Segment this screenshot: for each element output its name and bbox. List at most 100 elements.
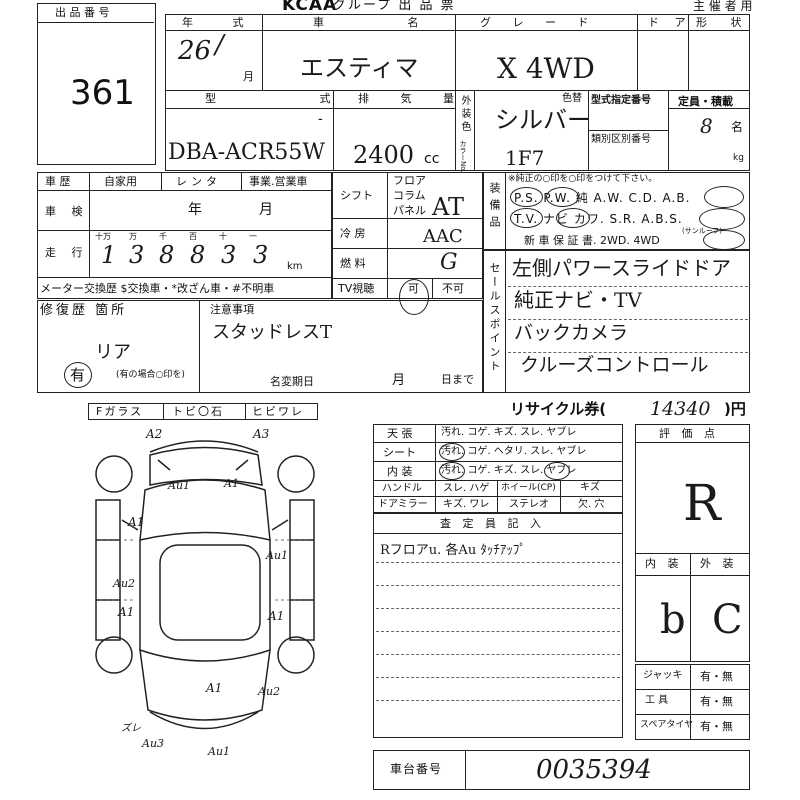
condition-row-items: 汚れ. コゲ. ヘタリ. スレ. ヤブレ <box>441 446 587 457</box>
organizer-label: 主 催 者 用 <box>693 0 753 13</box>
inspector-label: 査 定 員 記 入 <box>440 517 545 530</box>
accessory-label: ジャッキ <box>643 670 683 681</box>
mirror-items: キズ. ワレ <box>443 499 490 510</box>
rental-label: レンタ <box>176 175 221 188</box>
grade-label: グ レ ー ド <box>480 16 598 29</box>
damage-mark: A1 <box>224 477 239 490</box>
interior-scuff-circle <box>544 462 570 480</box>
navi-circle <box>556 208 590 228</box>
condition-row-label: 内 装 <box>387 465 413 478</box>
damage-mark: A2 <box>146 427 163 441</box>
condition-row-items: 汚れ. コゲ. キズ. スレ. ヤブレ <box>441 427 577 438</box>
4wd-circle <box>703 230 745 250</box>
color-change-label: 色替 <box>562 93 582 104</box>
damage-mark: Au1 <box>208 745 231 758</box>
glass-item: ヒビワレ <box>252 405 304 418</box>
year-label: 年 式 <box>182 16 262 29</box>
car-name-value: エスティマ <box>300 54 419 82</box>
vehicle-info-grid <box>165 14 750 171</box>
tv-circle <box>510 208 543 228</box>
history-block <box>37 172 332 299</box>
column-label: コラム <box>393 189 426 202</box>
exterior-score-label: 外 装 <box>700 557 738 570</box>
equipment-row3: 新 車 保 証 書. 2WD. 4WD <box>524 234 660 247</box>
ac-label: 冷 房 <box>340 227 366 240</box>
sales-point-line: クルーズコントロール <box>520 354 709 376</box>
mileage-digit: 3 <box>129 241 145 269</box>
shift-value: AT <box>432 193 465 221</box>
interior-condition-table <box>373 424 623 513</box>
floor-label: フロア <box>393 174 426 187</box>
history-label: 車 歴 <box>45 175 71 188</box>
condition-row-items: 汚れ. コゲ. キズ. スレ. ヤブレ <box>441 465 577 476</box>
digit-header: 一 <box>249 232 257 241</box>
model-label: 型 式 <box>205 92 381 105</box>
mileage-digit: 1 <box>101 241 117 269</box>
inspector-notes-box <box>373 513 623 738</box>
glass-item: トビ〇石 <box>172 405 224 418</box>
condition-row-label: 天 張 <box>387 427 413 440</box>
interior-score: b <box>660 597 686 643</box>
handle-label: ハンドル <box>382 483 422 494</box>
fuel-value: G <box>440 250 458 275</box>
private-use-label: 自家用 <box>104 175 137 188</box>
accessory-value: 有・無 <box>700 695 733 708</box>
shape-label: 形 状 <box>696 16 752 29</box>
recycle-label: リサイクル券( <box>510 400 607 418</box>
mileage-digit: 8 <box>159 241 175 269</box>
color-value: シルバー <box>495 106 591 134</box>
repair-history-label: 修復歴 箇所 <box>40 303 128 318</box>
damage-mark: Au2 <box>258 685 281 698</box>
lot-number-box <box>37 3 156 165</box>
tv-label: TV視聴 <box>338 282 375 295</box>
name-change-month: 月 <box>392 373 406 388</box>
lot-number-label: 出 品 番 号 <box>55 6 110 19</box>
digit-header: 千 <box>159 232 167 241</box>
type-designation-label: 型式指定番号 <box>591 95 651 106</box>
panel-label: パネル <box>393 204 426 217</box>
chassis-number-label: 車台番号 <box>390 762 443 776</box>
chassis-number-box <box>373 750 750 790</box>
sales-point-line: 左側パワースライドドア <box>512 256 731 280</box>
interior-score-label: 内 装 <box>645 557 683 570</box>
score-box <box>635 424 750 662</box>
mirror-label: ドアミラー <box>378 499 428 510</box>
year-value: 26 <box>178 36 212 66</box>
glass-item: Fガラス <box>96 405 144 418</box>
model-value: DBA-ACR55W <box>168 140 326 165</box>
month-unit: 月 <box>243 70 254 83</box>
accessories-table <box>635 664 750 740</box>
exterior-color-label: 外装色 <box>459 95 470 134</box>
exterior-score: C <box>712 597 743 643</box>
equipment-row2: T.V. ナビ カワ. S.R. A.B.S. <box>514 212 683 226</box>
kg-unit: kg <box>733 153 744 163</box>
ps-circle <box>510 187 543 207</box>
tv-yes-circle <box>399 279 429 315</box>
pw-circle <box>546 187 579 207</box>
door-label: ド ア <box>648 16 692 29</box>
wheel-value: キズ <box>580 482 600 493</box>
sales-point-line: 純正ナビ・TV <box>514 288 642 312</box>
damage-mark: Au1 <box>168 479 191 492</box>
repair-location: リア <box>95 342 131 363</box>
wheel-label: ホイール(CP) <box>501 483 556 493</box>
damage-mark: ズレ <box>121 723 141 734</box>
repair-circle-note: (有の場合○印を) <box>116 370 185 380</box>
color-no-label: カラーNo. <box>459 140 467 173</box>
condition-row-label: シート <box>383 446 416 459</box>
seat-dirt-circle <box>439 443 465 461</box>
sunroof-label: (サンルーフ) <box>682 227 723 235</box>
inspection-year-label: 年 <box>188 202 202 218</box>
handle-items: スレ. ハゲ <box>443 483 490 494</box>
mileage-digit: 3 <box>253 241 269 269</box>
capacity-label: 定員・積載 <box>678 95 733 108</box>
name-change-label: 名変期日 <box>270 375 314 388</box>
km-unit: km <box>287 261 303 272</box>
recycle-value: 14340 <box>650 398 711 420</box>
mileage-digits: 十万 万 千 百 十 一 1 3 8 8 3 3 <box>93 231 283 277</box>
digit-header: 十 <box>219 232 227 241</box>
tv-no: 不可 <box>442 282 464 295</box>
damage-mark: Au3 <box>142 737 165 750</box>
class-label: 類別区別番号 <box>591 134 651 145</box>
mileage-label: 走 行 <box>45 246 89 259</box>
